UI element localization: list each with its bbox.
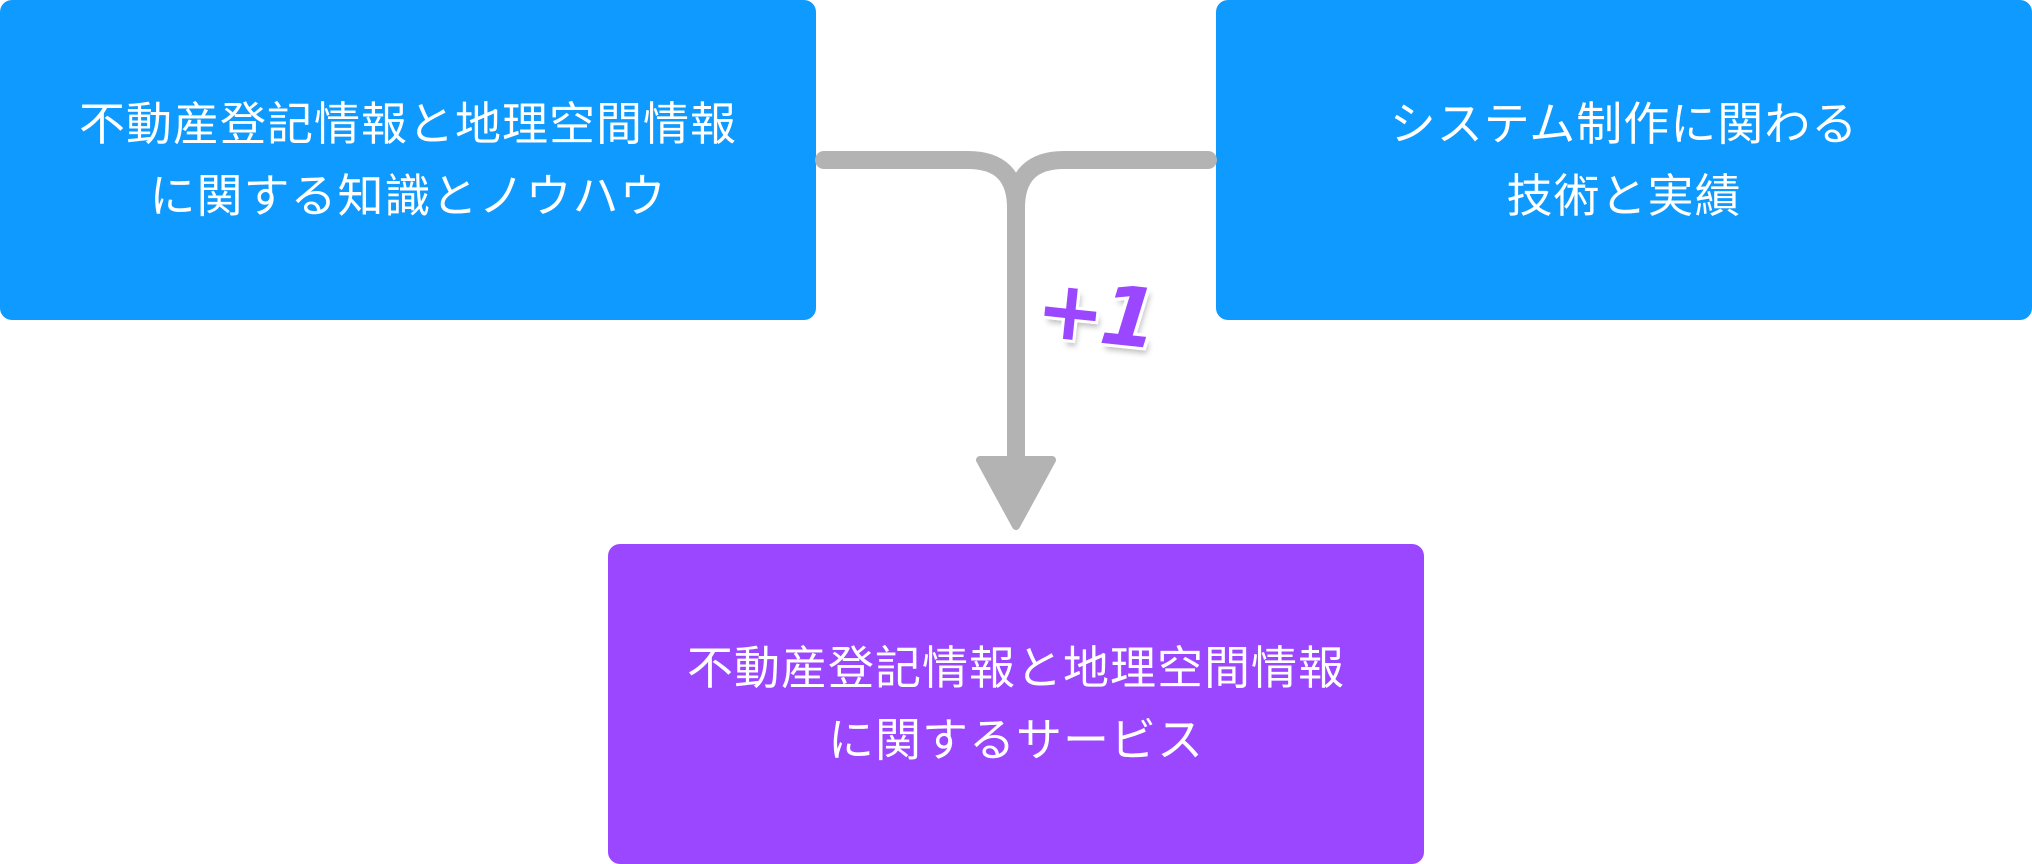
left-box-line-2: に関する知識とノウハウ [149, 169, 667, 223]
right-box-line-1: システム制作に関わる [1389, 97, 1859, 151]
left-source-box: 不動産登記情報と地理空間情報 に関する知識とノウハウ [0, 0, 816, 320]
result-box-line-1: 不動産登記情報と地理空間情報 [687, 641, 1345, 695]
result-box: 不動産登記情報と地理空間情報 に関するサービス [608, 544, 1424, 864]
plus-one-badge: +1 [1031, 261, 1159, 368]
merge-connector-lines [815, 151, 1217, 475]
right-box-line-2: 技術と実績 [1506, 169, 1742, 223]
result-box-line-2: に関するサービス [828, 713, 1204, 767]
arrow-head-icon [976, 456, 1056, 530]
right-source-box: システム制作に関わる 技術と実績 [1216, 0, 2032, 320]
left-box-line-1: 不動産登記情報と地理空間情報 [79, 97, 737, 151]
